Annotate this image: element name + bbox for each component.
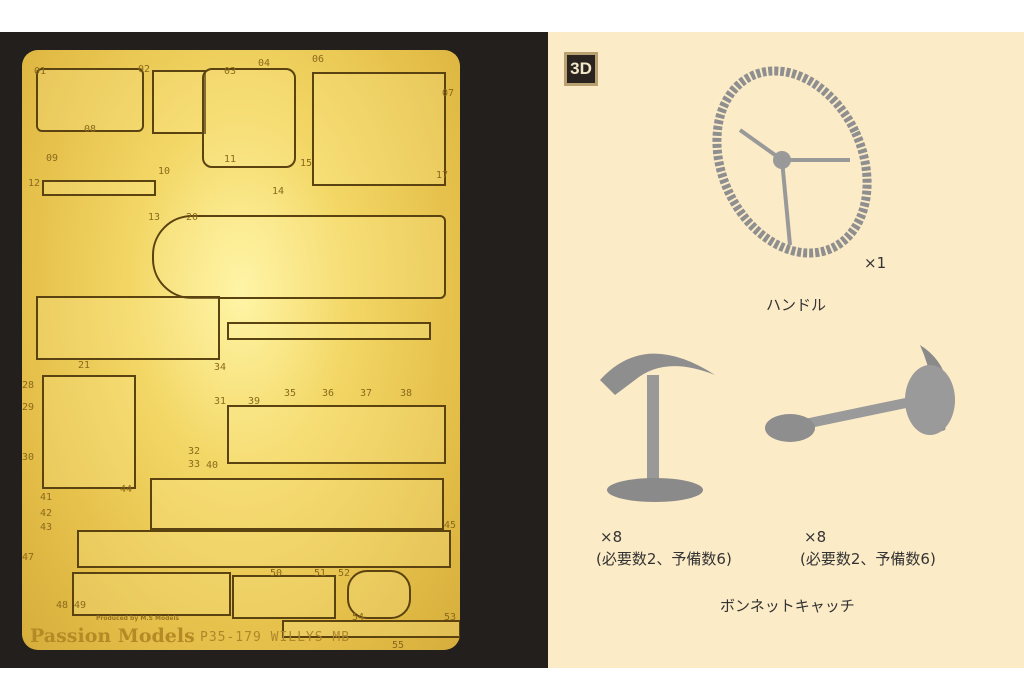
etched-part [36, 68, 144, 132]
part-number-label: 34 [214, 362, 227, 373]
part-number-label: 01 [34, 66, 47, 77]
etched-part [42, 180, 156, 196]
part-number-label: 15 [300, 158, 313, 169]
part-number-label: 06 [312, 54, 325, 65]
part-number-label: 41 [40, 492, 53, 503]
part-number-label: 49 [74, 600, 87, 611]
part-number-label: 30 [22, 452, 35, 463]
render-panel [548, 32, 1024, 668]
part-number-label: 08 [84, 124, 97, 135]
producer-credit: Produced by M.S Models [96, 615, 180, 622]
part-number-label: 10 [158, 166, 171, 177]
steering-wheel-qty: ×1 [864, 254, 887, 272]
product-code: P35-179 WILLYS MB [200, 630, 351, 645]
part-number-label: 54 [352, 612, 365, 623]
part-number-label: 42 [40, 508, 53, 519]
etched-part [77, 530, 451, 568]
etched-part [232, 575, 336, 619]
steering-wheel-name: ハンドル [766, 296, 827, 314]
part-number-label: 50 [270, 568, 283, 579]
part-number-label: 37 [360, 388, 373, 399]
bonnet-catch-right-note: (必要数2、予備数6) [800, 550, 936, 568]
part-number-label: 20 [186, 212, 199, 223]
part-number-label: 07 [442, 88, 455, 99]
bonnet-catch-name: ボンネットキャッチ [720, 597, 855, 615]
part-number-label: 04 [258, 58, 271, 69]
part-number-label: 13 [148, 212, 161, 223]
part-number-label: 03 [224, 66, 237, 77]
part-number-label: 39 [248, 396, 261, 407]
etched-part [152, 70, 206, 134]
photo-etch-sheet [22, 50, 460, 650]
bonnet-catch-right-qty: ×8 [804, 528, 827, 546]
etched-part [347, 570, 411, 619]
part-number-label: 31 [214, 396, 227, 407]
brand-logo: Passion Models [30, 625, 195, 647]
part-number-label: 29 [22, 402, 35, 413]
part-number-label: 48 [56, 600, 69, 611]
part-number-label: 32 [188, 446, 201, 457]
etched-part [36, 296, 220, 360]
etched-part [312, 72, 446, 186]
part-number-label: 11 [224, 154, 237, 165]
etched-part [72, 572, 231, 616]
part-number-label: 53 [444, 612, 457, 623]
part-number-label: 21 [78, 360, 91, 371]
part-number-label: 47 [22, 552, 35, 563]
part-number-label: 28 [22, 380, 35, 391]
bonnet-catch-left-note: (必要数2、予備数6) [596, 550, 732, 568]
part-number-label: 52 [338, 568, 351, 579]
part-number-label: 44 [120, 484, 133, 495]
part-number-label: 36 [322, 388, 335, 399]
part-number-label: 43 [40, 522, 53, 533]
steering-wheel-render [712, 66, 872, 258]
bonnet-catch-left-qty: ×8 [600, 528, 623, 546]
part-number-label: 12 [28, 178, 41, 189]
etched-part [227, 322, 431, 340]
part-number-label: 17 [436, 170, 449, 181]
etched-part [150, 478, 444, 530]
part-number-label: 40 [206, 460, 219, 471]
part-number-label: 38 [400, 388, 413, 399]
part-number-label: 35 [284, 388, 297, 399]
etched-part [152, 215, 446, 299]
bonnet-catch-right-render [765, 345, 955, 442]
part-number-label: 09 [46, 153, 59, 164]
part-number-label: 55 [392, 640, 405, 651]
part-number-label: 45 [444, 520, 457, 531]
part-number-label: 14 [272, 186, 285, 197]
etched-part [202, 68, 296, 168]
part-number-label: 33 [188, 459, 201, 470]
3d-badge: 3D [564, 52, 598, 86]
etched-part [42, 375, 136, 489]
part-number-label: 02 [138, 64, 151, 75]
etched-part [282, 620, 460, 638]
bonnet-catch-left-render [600, 353, 715, 502]
part-number-label: 51 [314, 568, 327, 579]
etched-part [227, 405, 446, 464]
